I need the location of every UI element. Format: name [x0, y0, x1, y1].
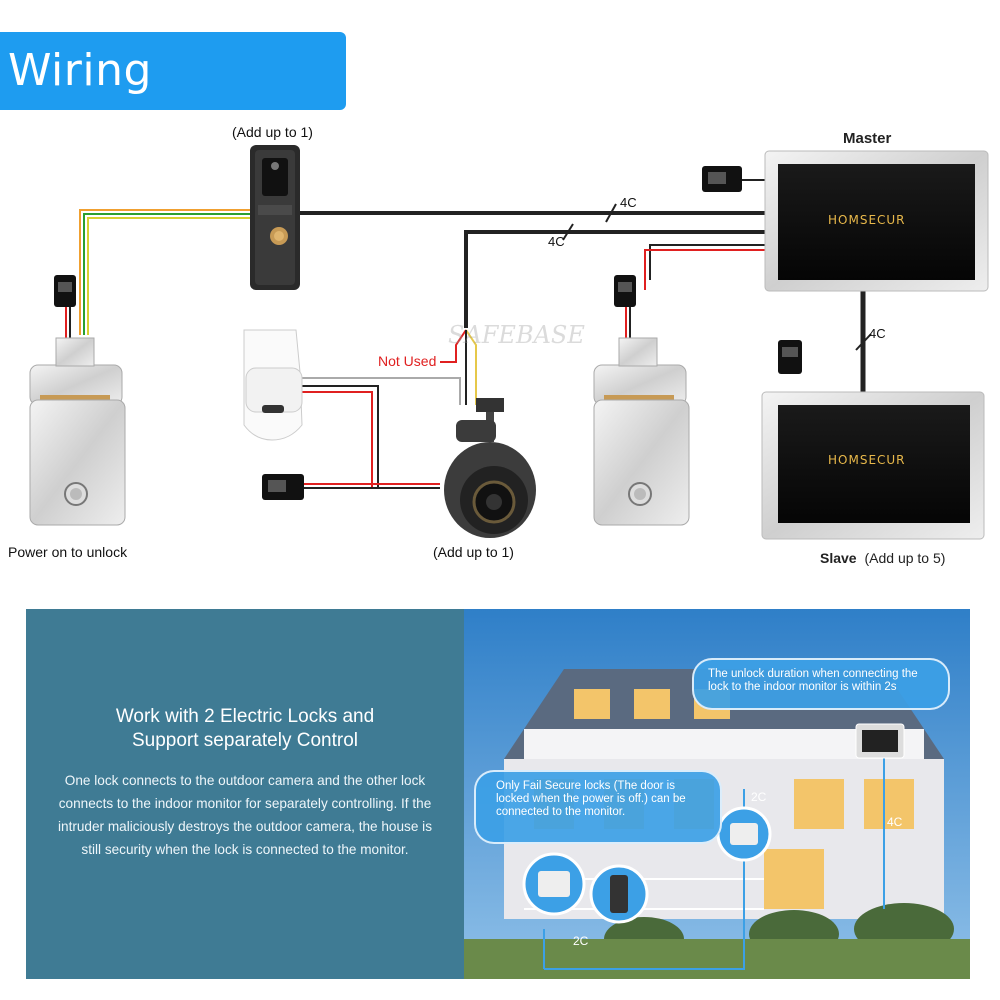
- cable-label-4c: 4C: [620, 195, 637, 210]
- brand-label: HOMSECUR: [828, 453, 906, 467]
- master-monitor-icon: [764, 150, 989, 292]
- wire-camera-branch: [440, 329, 477, 405]
- feature-heading-line1: Work with 2 Electric Locks and: [115, 706, 375, 727]
- power-adapter-icon: [778, 340, 802, 374]
- cable-label-2c: 2C: [573, 934, 589, 948]
- watermark: SAFEBASE: [448, 321, 585, 349]
- bullet-camera-icon: [444, 398, 536, 538]
- wire-doorbell-lock1: [79, 209, 250, 335]
- cable-label-2c: 2C: [751, 790, 767, 804]
- slave-monitor-icon: [761, 391, 985, 540]
- wire-sensor-camera: [302, 377, 461, 489]
- power-adapter-icon: [614, 275, 636, 307]
- indoor-monitor-icon: [855, 723, 905, 759]
- slave-caption: Slave (Add up to 5): [820, 550, 945, 566]
- unlock-duration-bubble: The unlock duration when connecting the …: [692, 658, 950, 710]
- feature-panel: Work with 2 Electric Locks and Support s…: [26, 609, 464, 979]
- doorbell-badge-icon: [589, 864, 649, 924]
- wire-lock-power: [65, 179, 765, 345]
- slave-note: (Add up to 5): [864, 550, 945, 566]
- lock-badge-icon: [716, 806, 772, 862]
- page-title: Wiring Diagram: [8, 45, 201, 174]
- doorbell-caption: (Add up to 1): [232, 124, 313, 140]
- power-adapter-icon: [262, 474, 304, 500]
- motion-sensor-icon: [243, 329, 303, 441]
- slave-label: Slave: [820, 550, 857, 566]
- lock-badge-icon: [522, 852, 586, 916]
- feature-heading: Work with 2 Electric Locks and Support s…: [46, 705, 444, 753]
- wiring-diagram: (Add up to 1) Master HOMSECUR HOMSECUR 4…: [8, 124, 989, 566]
- wire-master-lock2: [644, 244, 765, 290]
- cable-label-4c: 4C: [548, 234, 565, 249]
- wire-camera-master: [464, 230, 765, 328]
- lock-caption: Power on to unlock: [8, 544, 128, 560]
- feature-description: One lock connects to the outdoor camera …: [57, 773, 432, 857]
- camera-caption: (Add up to 1): [433, 544, 514, 560]
- cable-label-4c: 4C: [887, 815, 903, 829]
- fail-secure-bubble: Only Fail Secure locks (The door is lock…: [474, 770, 722, 844]
- power-adapter-icon: [54, 275, 76, 307]
- lawn: [464, 939, 970, 979]
- electric-lock-icon: [593, 337, 690, 526]
- master-label: Master: [843, 130, 892, 147]
- electric-lock-icon: [29, 337, 126, 526]
- feature-heading-line2: Support separately Control: [131, 730, 358, 751]
- title-badge: Wiring Diagram: [0, 32, 346, 174]
- doorbell-camera-icon: [250, 145, 300, 290]
- not-used-label: Not Used: [378, 353, 436, 369]
- cable-label-4c: 4C: [869, 326, 886, 341]
- power-adapter-icon: [702, 166, 742, 192]
- cable-ticks: [562, 203, 872, 351]
- brand-label: HOMSECUR: [828, 213, 906, 227]
